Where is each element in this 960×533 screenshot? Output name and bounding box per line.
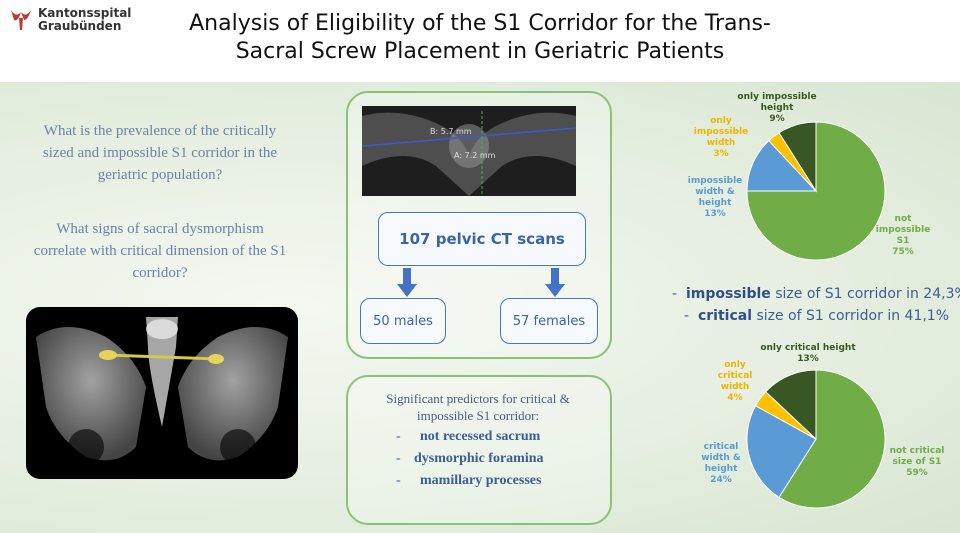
pie1-l1-3: 13% — [704, 209, 726, 219]
pie1-label-not-impossible: not impossible S1 75% — [872, 214, 934, 258]
title-line1: Analysis of Eligibility of the S1 Corrid… — [189, 11, 771, 36]
pie2-l0-2: 59% — [906, 468, 928, 478]
header: Kantonsspital Graubünden Analysis of Eli… — [0, 0, 960, 82]
pie1-label-only-width: only impossible width 3% — [690, 116, 752, 160]
pie1-l0-0: not — [894, 214, 912, 224]
pie2-l2-2: width — [720, 382, 750, 392]
stat-impossible-rest: size of S1 corridor in 24,3% — [770, 286, 960, 302]
pie2-slice-0 — [778, 369, 886, 509]
bullet-dash: - — [396, 429, 401, 444]
pie2-l1-2: height — [704, 464, 738, 474]
predictor-item: mamillary processes — [420, 473, 542, 488]
pie1-l0-3: 75% — [892, 247, 914, 257]
pie1-slice-3 — [778, 121, 817, 193]
pie2-l1-1: width & — [701, 453, 741, 463]
pie1-l0-2: S1 — [896, 236, 910, 246]
pie2-label-not-critical: not critical size of S1 59% — [884, 446, 950, 479]
ct-scan-image: B: 5.7 mm A: 7.2 mm — [362, 106, 576, 196]
pie2-l2-0: only — [724, 360, 746, 370]
pie1-slice-0 — [746, 121, 886, 261]
pelvis-xray-image — [26, 307, 298, 479]
pie2-l0-0: not critical — [889, 446, 945, 456]
stat-critical: - critical size of S1 corridor in 41,1% — [684, 308, 949, 324]
stat-impossible-bold: impossible — [685, 286, 771, 302]
pie1-l1-0: impossible — [687, 176, 743, 186]
q2-line3: corridor? — [132, 265, 188, 281]
pie1-l3-1: height — [760, 103, 794, 113]
pie1-l2-1: impossible — [693, 127, 749, 137]
stat-impossible: - impossible size of S1 corridor in 24,3… — [672, 286, 960, 302]
predictors-title-line1: Significant predictors for critical & — [386, 391, 570, 406]
pie-chart-critical — [746, 369, 886, 509]
q2-line2: correlate with critical dimension of the… — [33, 243, 287, 259]
pie2-l2-3: 4% — [727, 393, 743, 403]
title-line2: Sacral Screw Placement in Geriatric Pati… — [235, 39, 725, 64]
pie1-label-impossible-wh: impossible width & height 13% — [686, 176, 744, 220]
bullet-dash: - — [396, 451, 401, 466]
bullet-dash: - — [396, 473, 401, 488]
pie2-l3-0: only critical height — [760, 343, 856, 353]
predictors-title: Significant predictors for critical & im… — [362, 390, 594, 424]
question-dysmorphism: What signs of sacral dysmorphism correla… — [10, 218, 310, 284]
arrow-down-icon — [545, 268, 565, 297]
arrow-down-icon — [397, 268, 417, 297]
pie2-l1-3: 24% — [710, 475, 732, 485]
stat-dash: - — [684, 308, 690, 324]
q1-line2: sized and impossible S1 corridor in the — [42, 145, 278, 161]
predictor-item: dysmorphic foramina — [414, 451, 544, 466]
question-prevalence: What is the prevalence of the critically… — [10, 120, 310, 186]
pie1-label-only-height: only impossible height 9% — [734, 92, 820, 125]
males-box: 50 males — [360, 298, 446, 344]
logo-text: Kantonsspital Graubünden — [38, 7, 131, 33]
pie2-slice-3 — [764, 369, 817, 441]
ct-measure-a: A: 7.2 mm — [454, 151, 496, 160]
pie2-l0-1: size of S1 — [892, 457, 942, 467]
pie1-l1-2: height — [698, 198, 732, 208]
females-box: 57 females — [500, 298, 598, 344]
page-title: Analysis of Eligibility of the S1 Corrid… — [140, 10, 820, 66]
pie2-label-only-width: only critical width 4% — [708, 360, 762, 404]
pie2-l1-0: critical — [703, 442, 739, 452]
predictors-panel — [346, 375, 612, 525]
pie1-l3-0: only impossible — [737, 92, 817, 102]
ct-scans-box: 107 pelvic CT scans — [378, 212, 586, 266]
predictors-title-line2: impossible S1 corridor: — [416, 408, 540, 423]
pie1-l2-0: only — [710, 116, 732, 126]
hospital-logo: Kantonsspital Graubünden — [8, 4, 138, 40]
q1-line3: geriatric population? — [97, 167, 223, 183]
q2-line1: What signs of sacral dysmorphism — [56, 221, 264, 237]
pie1-l2-3: 3% — [713, 149, 729, 159]
pie1-l1-1: width & — [695, 187, 735, 197]
q1-line1: What is the prevalence of the critically — [43, 123, 277, 139]
pie2-label-critical-wh: critical width & height 24% — [694, 442, 748, 486]
pie2-label-only-height: only critical height 13% — [758, 343, 858, 365]
pie2-l2-1: critical — [717, 371, 753, 381]
pie2-slice-1 — [746, 405, 817, 498]
stat-critical-rest: size of S1 corridor in 41,1% — [752, 308, 950, 324]
logo-line2: Graubünden — [38, 19, 122, 33]
ct-measure-b: B: 5.7 mm — [430, 127, 472, 136]
pie1-l0-1: impossible — [875, 225, 931, 235]
stat-critical-bold: critical — [697, 308, 753, 324]
pie-chart-impossible — [746, 121, 886, 261]
pie1-l3-2: 9% — [769, 114, 785, 124]
logo-mark-icon — [11, 10, 31, 30]
pie1-l2-2: width — [706, 138, 736, 148]
logo-line1: Kantonsspital — [38, 6, 132, 20]
pie1-slice-1 — [746, 139, 818, 192]
predictor-item: not recessed sacrum — [420, 429, 541, 444]
stat-dash: - — [672, 286, 678, 302]
pie2-l3-1: 13% — [797, 354, 819, 364]
